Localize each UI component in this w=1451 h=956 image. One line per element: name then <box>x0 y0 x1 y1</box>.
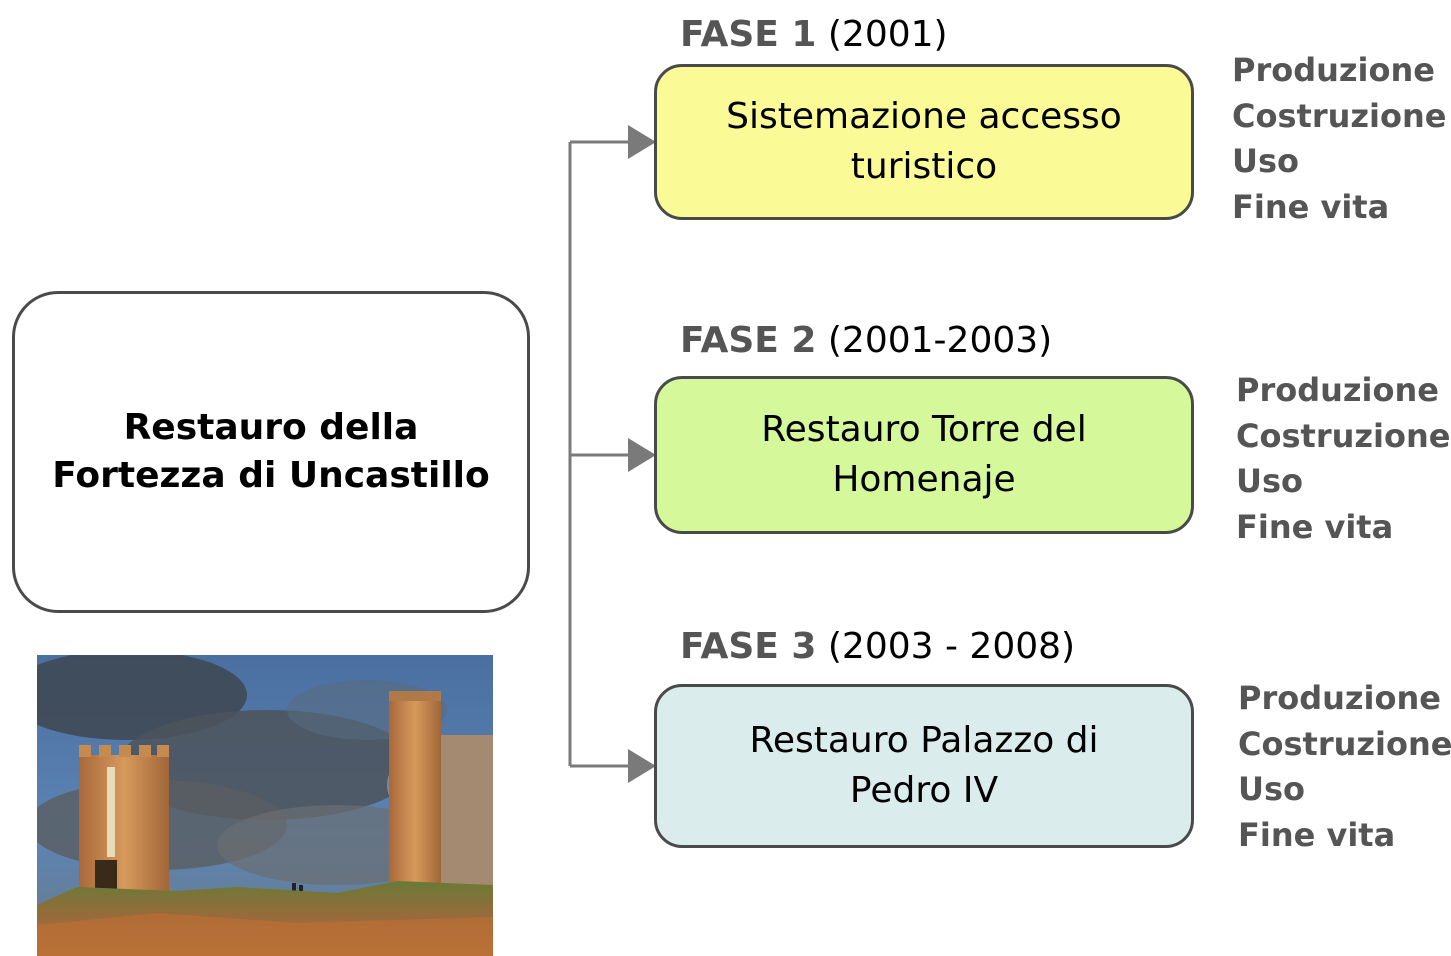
phase-2-number: FASE 2 <box>680 320 817 361</box>
stage-item: Fine vita <box>1238 815 1396 854</box>
phase-1-box: Sistemazione accesso turistico <box>654 64 1194 220</box>
phase-3-number: FASE 3 <box>680 626 817 667</box>
root-node: Restauro della Fortezza di Uncastillo <box>12 291 530 613</box>
stage-item: Uso <box>1232 142 1300 180</box>
phase-2-stages: Produzione Costruzione Uso Fine vita <box>1236 368 1450 550</box>
stage-item: Uso <box>1236 462 1304 500</box>
stage-item: Produzione <box>1238 679 1441 717</box>
stage-item: Costruzione <box>1236 416 1451 455</box>
stage-item: Uso <box>1238 770 1306 808</box>
phase-3-label: FASE 3 (2003 - 2008) <box>680 626 1075 668</box>
phase-3-stages: Produzione Costruzione Uso Fine vita <box>1238 676 1451 858</box>
stage-item: Costruzione <box>1238 724 1451 763</box>
stage-item: Produzione <box>1232 51 1435 89</box>
phase-2-label: FASE 2 (2001-2003) <box>680 320 1052 362</box>
stage-item: Fine vita <box>1236 507 1394 546</box>
phase-1-number: FASE 1 <box>680 14 817 55</box>
phase-2-title: Restauro Torre del Homenaje <box>761 409 1087 500</box>
phase-3-period: (2003 - 2008) <box>827 626 1076 667</box>
stage-item: Costruzione <box>1232 96 1447 135</box>
arrow-head-1 <box>628 125 656 159</box>
phase-3-title: Restauro Palazzo di Pedro IV <box>749 720 1099 811</box>
phase-3-box: Restauro Palazzo di Pedro IV <box>654 684 1194 848</box>
stage-item: Produzione <box>1236 371 1439 409</box>
root-title: Restauro della Fortezza di Uncastillo <box>52 407 490 496</box>
phase-1-label: FASE 1 (2001) <box>680 14 948 56</box>
phase-2-period: (2001-2003) <box>827 320 1053 361</box>
phase-2-box: Restauro Torre del Homenaje <box>654 376 1194 534</box>
stage-item: Fine vita <box>1232 187 1390 226</box>
arrow-head-3 <box>628 749 656 783</box>
arrow-head-2 <box>628 438 656 472</box>
fortress-photo <box>37 655 493 956</box>
phase-1-stages: Produzione Costruzione Uso Fine vita <box>1232 48 1446 230</box>
phase-1-period: (2001) <box>827 14 948 55</box>
phase-1-title: Sistemazione accesso turistico <box>726 96 1122 187</box>
